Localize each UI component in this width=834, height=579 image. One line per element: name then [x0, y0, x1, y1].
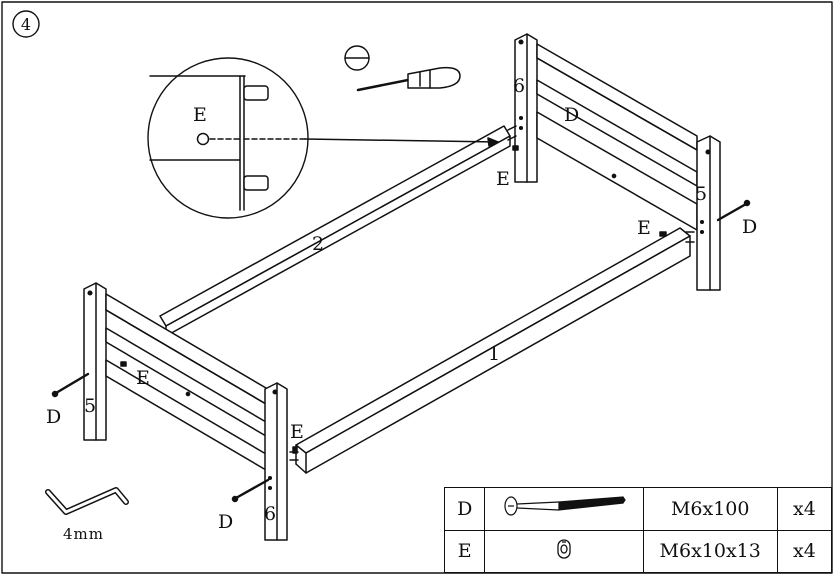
- part-size: M6x10x13: [642, 529, 778, 573]
- part-size: M6x100: [642, 487, 778, 531]
- step-number: 4: [21, 15, 31, 34]
- table-row: D M6x100 x4: [443, 487, 833, 531]
- step-badge: 4: [12, 10, 40, 38]
- label-bolt-d-bottom: D: [218, 511, 233, 533]
- label-nut-e-front: E: [290, 421, 304, 443]
- part-quantity: x4: [776, 487, 833, 531]
- table-row: E M6x10x13 x4: [443, 529, 833, 573]
- label-rail-1: 1: [488, 343, 500, 365]
- label-nut-e-left: E: [136, 367, 150, 389]
- screwdriver-icon: [356, 66, 461, 92]
- side-rail-1: [295, 227, 691, 474]
- barrel-nut-marks: [120, 145, 667, 454]
- label-post-6-right: 6: [513, 75, 525, 97]
- allen-key-icon: [45, 487, 129, 515]
- label-bolt-d-left: D: [46, 406, 61, 428]
- zoom-detail: [147, 57, 499, 219]
- bolt-left: [51, 372, 90, 398]
- label-bolt-d-top: D: [564, 104, 579, 126]
- bolt-icon: [484, 487, 644, 531]
- phillips-icon: [344, 45, 370, 71]
- label-post-6-left: 6: [264, 503, 276, 525]
- bolt-bottom: [231, 478, 270, 503]
- head-end-frame: [83, 282, 288, 541]
- label-zoom-e: E: [193, 104, 207, 126]
- label-bolt-d-right: D: [742, 216, 757, 238]
- label-post-5-left: 5: [84, 395, 96, 417]
- foot-end-frame: [514, 33, 721, 291]
- hardware-parts-table: D M6x100 x4 E M6x10x13 x4: [443, 487, 833, 573]
- part-letter: E: [443, 529, 486, 573]
- side-rail-2: [157, 125, 511, 337]
- part-letter: D: [443, 487, 486, 531]
- label-nut-e-right: E: [637, 217, 651, 239]
- part-quantity: x4: [776, 529, 833, 573]
- label-post-5-right: 5: [695, 183, 707, 205]
- bolt-right: [716, 199, 751, 222]
- label-nut-e-top: E: [496, 168, 510, 190]
- barrel-nut-icon: [484, 529, 644, 573]
- allen-key-size: 4mm: [63, 525, 104, 543]
- label-rail-2: 2: [312, 233, 324, 255]
